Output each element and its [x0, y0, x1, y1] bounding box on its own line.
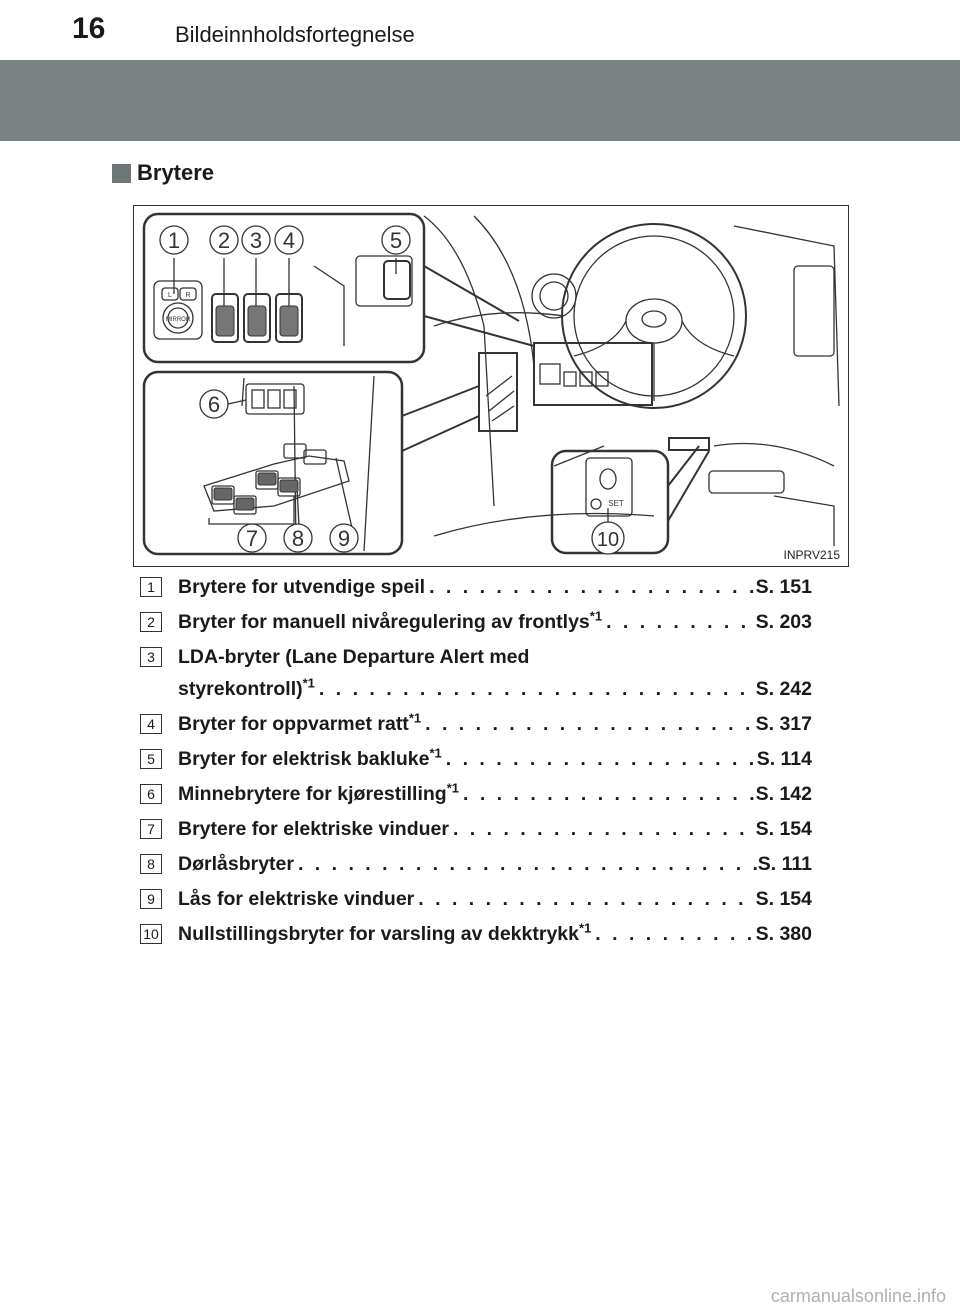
- callout-text: 8: [292, 526, 304, 551]
- item-page: S. 154: [755, 818, 812, 840]
- item-number: 9: [140, 889, 162, 909]
- callout-1: [159, 225, 189, 255]
- section-heading: Brytere: [112, 160, 214, 186]
- item-footnote-mark: *1: [429, 745, 442, 761]
- item-number: 4: [140, 714, 162, 734]
- callout-2: [209, 225, 239, 255]
- item-number: 8: [140, 854, 162, 874]
- item-label: Dørlåsbryter: [178, 853, 294, 875]
- item-number: 10: [140, 924, 162, 944]
- item-page: S. 154: [755, 888, 812, 910]
- item-footnote-mark: *1: [589, 608, 603, 624]
- item-label: Bryter for elektrisk bakluke: [178, 748, 430, 770]
- item-page: S. 242: [755, 678, 812, 700]
- list-item: 3 LDA-bryter (Lane Departure Alert med s…: [140, 642, 820, 706]
- callout-text: 10: [597, 529, 619, 551]
- callout-text: 3: [250, 228, 262, 253]
- callout-text: 5: [390, 228, 402, 253]
- item-footnote-mark: *1: [446, 780, 460, 796]
- item-number: 2: [140, 612, 162, 632]
- mirror-r-label: R: [185, 292, 190, 299]
- set-label: SET: [608, 499, 624, 508]
- dashboard-drawing: 1 2 3 4 5 6 7 8 9 10 MIRROR L R SET: [142, 212, 840, 556]
- item-label: Lås for elektriske vinduer: [178, 888, 415, 910]
- header-band: [0, 60, 960, 141]
- callout-9: [329, 523, 359, 553]
- item-label: Brytere for elektriske vinduer: [178, 818, 449, 840]
- callout-text: 1: [168, 228, 180, 253]
- item-page: S. 151: [755, 576, 812, 598]
- item-page: S. 111: [757, 853, 812, 875]
- item-number: 1: [140, 577, 162, 597]
- callout-text: 2: [218, 228, 230, 253]
- page-header: 16 Bildeinnholdsfortegnelse: [0, 0, 960, 54]
- callout-10: [591, 521, 625, 555]
- mirror-label: MIRROR: [166, 317, 191, 323]
- item-page: S. 317: [755, 713, 812, 735]
- heading-text: Brytere: [137, 160, 215, 185]
- watermark-link[interactable]: carmanualsonline.info: [770, 1286, 946, 1306]
- item-label: Nullstillingsbryter for varsling av dekk…: [178, 923, 579, 945]
- callout-5: [381, 225, 411, 255]
- item-footnote-mark: *1: [408, 710, 422, 726]
- item-number: 7: [140, 819, 162, 839]
- figure-code: INPRV215: [783, 548, 840, 562]
- item-number: 6: [140, 784, 162, 804]
- item-label: Bryter for manuell nivåregulering av fro…: [178, 611, 590, 633]
- mirror-l-label: L: [168, 292, 172, 299]
- section-title: Bildeinnholdsfortegnelse: [175, 22, 415, 47]
- item-label: LDA-bryter (Lane Departure Alert med: [178, 646, 530, 668]
- item-label-continued: styrekontroll): [178, 678, 303, 700]
- item-label: Bryter for oppvarmet ratt: [178, 713, 409, 735]
- callout-3: [241, 225, 271, 255]
- item-page: S. 114: [756, 748, 812, 770]
- callout-8: [283, 523, 313, 553]
- item-page: S. 203: [755, 611, 812, 633]
- callout-text: 7: [246, 526, 258, 551]
- callout-7: [237, 523, 267, 553]
- callout-text: 6: [208, 392, 220, 417]
- item-number: 3: [140, 647, 162, 667]
- item-label: Minnebrytere for kjørestilling: [178, 783, 447, 805]
- callout-4: [274, 225, 304, 255]
- callout-6: [199, 389, 229, 419]
- item-label: Brytere for utvendige speil: [178, 576, 426, 598]
- callout-text: 9: [338, 526, 350, 551]
- item-page: S. 142: [755, 783, 812, 805]
- item-number: 5: [140, 749, 162, 769]
- page-number: 16: [72, 12, 106, 45]
- item-page: S. 380: [755, 923, 812, 945]
- heading-square-icon: [112, 163, 131, 183]
- switch-illustration: 1 2 3 4 5 6 7 8 9 10 MIRROR L R SET INPR…: [133, 205, 849, 567]
- item-footnote-mark: *1: [578, 920, 592, 936]
- callout-text: 4: [283, 228, 295, 253]
- item-footnote-mark: *1: [302, 675, 315, 691]
